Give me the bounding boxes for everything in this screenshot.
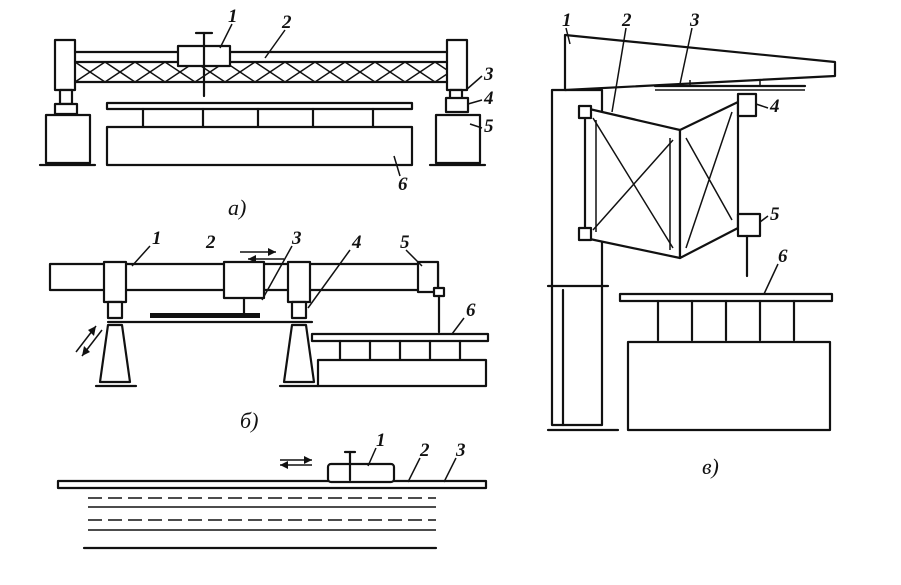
left-leg	[98, 323, 132, 384]
torch-holder	[432, 286, 446, 298]
label-v-3: 3	[689, 10, 700, 31]
right-pedestal	[434, 113, 482, 165]
seam-plate	[150, 313, 260, 318]
welding-head	[222, 260, 266, 300]
label-a-1: 1	[228, 6, 238, 27]
frame-carriage	[736, 92, 758, 118]
right-carriage	[444, 96, 470, 114]
left-trolley-leg	[106, 300, 124, 320]
caption-v: в)	[702, 454, 719, 479]
caption-b: б)	[240, 408, 258, 433]
support-block-v	[626, 340, 832, 432]
frame-left-bracing	[592, 117, 674, 249]
left-column-top	[53, 38, 77, 92]
figure-a: 1 2 3 4 5 6 а)	[38, 6, 494, 220]
label-v-4: 4	[769, 96, 780, 117]
label-v-6: 6	[778, 246, 788, 267]
label-b-3: 3	[291, 228, 302, 249]
label-b-2: 2	[205, 232, 216, 253]
label-b-4: 4	[351, 232, 362, 253]
label-a-6: 6	[398, 174, 408, 195]
label-a-2: 2	[281, 12, 292, 33]
label-g-3: 3	[455, 440, 466, 461]
frame-right-bracing	[685, 111, 733, 249]
right-column-top	[445, 38, 469, 92]
left-pedestal	[44, 113, 92, 165]
frame-node	[577, 226, 593, 242]
label-b-1: 1	[152, 228, 162, 249]
left-trolley	[102, 260, 128, 304]
figure-b: 1 2 3 4 5 6 б)	[48, 228, 490, 433]
label-v-1: 1	[562, 10, 572, 31]
label-g-2: 2	[419, 440, 430, 461]
label-a-4: 4	[483, 88, 494, 109]
beam-flange	[105, 101, 414, 111]
truss-diagonals-2	[74, 61, 448, 83]
support-block	[105, 125, 414, 167]
figure-v: 1 2 3 4 5 6 в)	[546, 10, 837, 479]
label-v-5: 5	[770, 204, 780, 225]
right-leg	[282, 323, 316, 384]
right-trolley	[286, 260, 312, 304]
frame-node	[577, 104, 593, 120]
welding-head-v	[736, 212, 762, 238]
label-a-5: 5	[484, 116, 494, 137]
tractor-body	[326, 462, 396, 484]
label-b-6: 6	[466, 300, 476, 321]
long-rail	[56, 479, 488, 490]
left-column-joint	[58, 88, 74, 106]
console-head	[416, 260, 440, 294]
figure-g: 1 2 3	[56, 430, 488, 550]
left-carriage	[53, 102, 79, 116]
jib-arm	[563, 33, 837, 92]
caption-a: а)	[228, 195, 246, 220]
label-b-5: 5	[400, 232, 410, 253]
label-a-3: 3	[483, 64, 494, 85]
right-trolley-leg	[290, 300, 308, 320]
label-v-2: 2	[621, 10, 632, 31]
label-g-1: 1	[376, 430, 386, 451]
support-block-b	[316, 358, 488, 388]
